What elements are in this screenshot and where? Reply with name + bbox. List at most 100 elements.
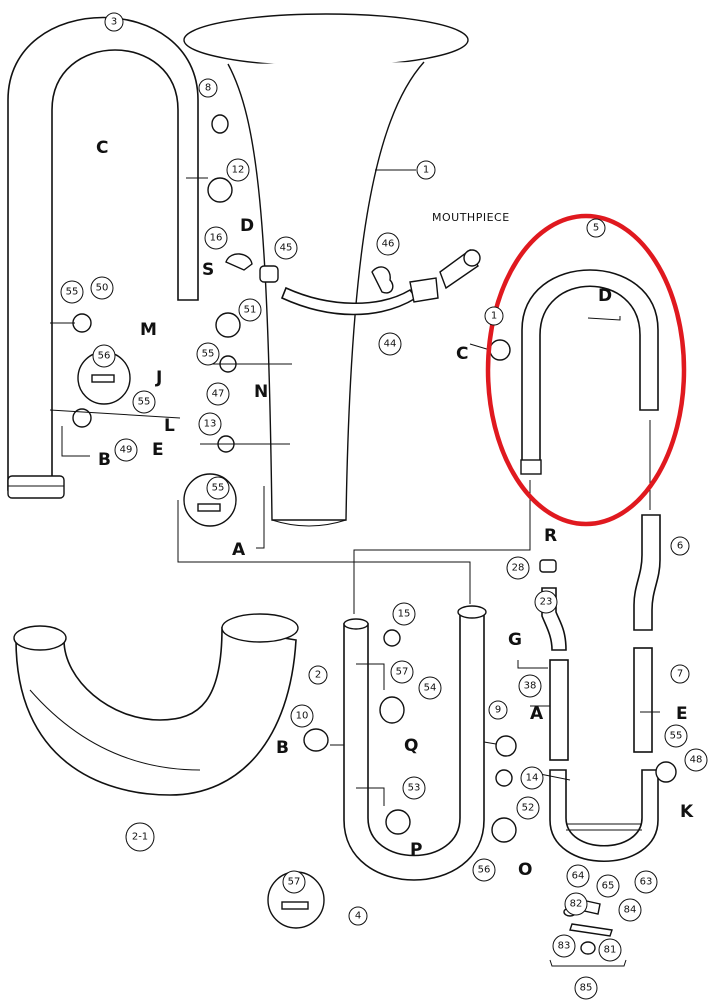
reference-letter: N bbox=[254, 382, 268, 402]
reference-letter: C bbox=[456, 344, 468, 364]
part-number: 55 bbox=[66, 287, 79, 298]
bell-section bbox=[183, 13, 469, 527]
part-number: 5 bbox=[593, 223, 599, 234]
part-number: 8 bbox=[205, 83, 211, 94]
part-bubble bbox=[376, 232, 400, 256]
part-number: 44 bbox=[384, 339, 397, 350]
part-bubble bbox=[564, 892, 588, 916]
part-number: 55 bbox=[212, 483, 225, 494]
part-number: 47 bbox=[212, 389, 225, 400]
part-number: 56 bbox=[478, 865, 491, 876]
part-bubble bbox=[566, 864, 590, 888]
part-number: 64 bbox=[572, 871, 585, 882]
part-bubble bbox=[534, 590, 558, 614]
part-number: 4 bbox=[355, 911, 361, 922]
part-number: 51 bbox=[244, 305, 257, 316]
part-number: 65 bbox=[602, 881, 615, 892]
ferrule-28 bbox=[539, 559, 557, 573]
part-bubble bbox=[92, 344, 116, 368]
reference-letter: Q bbox=[404, 736, 418, 756]
part-bubble bbox=[634, 870, 658, 894]
part-bubble bbox=[516, 796, 540, 820]
part-bubble bbox=[670, 536, 690, 556]
part-number: 55 bbox=[202, 349, 215, 360]
part-number: 13 bbox=[204, 419, 217, 430]
reference-letter: G bbox=[508, 630, 522, 650]
pipe-7 bbox=[633, 647, 653, 753]
part-number: 85 bbox=[580, 983, 593, 994]
part-bubble bbox=[308, 665, 328, 685]
part-bubble bbox=[598, 938, 622, 962]
mouthpiece-caption: MOUTHPIECE bbox=[432, 211, 510, 224]
part-bubble bbox=[196, 342, 220, 366]
part-number: 45 bbox=[280, 243, 293, 254]
part-bubble bbox=[125, 822, 155, 852]
part-number: 55 bbox=[670, 731, 683, 742]
part-number: 57 bbox=[396, 667, 409, 678]
part-bubble bbox=[90, 276, 114, 300]
part-number: 81 bbox=[604, 945, 617, 956]
part-bubble bbox=[488, 700, 508, 720]
reference-letter: A bbox=[232, 540, 246, 560]
part-number: 2 bbox=[315, 670, 321, 681]
bow-tube-4 bbox=[343, 605, 487, 881]
part-bubble bbox=[574, 976, 598, 1000]
part-number: 82 bbox=[570, 899, 583, 910]
pipe-6 bbox=[633, 514, 661, 631]
reference-letter: D bbox=[240, 216, 254, 236]
reference-letter: C bbox=[96, 138, 108, 158]
reference-letter: S bbox=[202, 260, 214, 280]
part-bubble bbox=[206, 382, 230, 406]
part-number: 14 bbox=[526, 773, 539, 784]
lead-pipe-44 bbox=[225, 248, 481, 316]
reference-letter: O bbox=[518, 860, 532, 880]
bell-rim bbox=[183, 13, 469, 67]
reference-letter: E bbox=[676, 704, 688, 724]
part-bubble bbox=[506, 556, 530, 580]
reference-letter: M bbox=[140, 320, 157, 340]
part-bubble bbox=[378, 332, 402, 356]
part-bubble bbox=[552, 934, 576, 958]
reference-letter: J bbox=[155, 368, 162, 388]
part-number: 1 bbox=[491, 311, 497, 322]
reference-letter: B bbox=[276, 738, 289, 758]
part-number: 63 bbox=[640, 877, 653, 888]
bow-tube-2 bbox=[13, 613, 299, 796]
part-number: 55 bbox=[138, 397, 151, 408]
reference-letter: L bbox=[164, 416, 175, 436]
part-number: 57 bbox=[288, 877, 301, 888]
part-number: 49 bbox=[120, 445, 133, 456]
guide-16 bbox=[225, 253, 253, 271]
part-bubble bbox=[290, 704, 314, 728]
bow-tube-63 bbox=[549, 769, 659, 862]
part-bubble bbox=[114, 438, 138, 462]
part-number: 12 bbox=[232, 165, 245, 176]
part-bubble bbox=[282, 870, 306, 894]
part-number: 53 bbox=[408, 783, 421, 794]
pipe-38 bbox=[549, 659, 569, 761]
part-bubble bbox=[60, 280, 84, 304]
part-number: 16 bbox=[210, 233, 223, 244]
part-bubble bbox=[390, 660, 414, 684]
brace-46 bbox=[371, 266, 394, 294]
part-number: 15 bbox=[398, 609, 411, 620]
part-bubble bbox=[198, 78, 218, 98]
part-number: 50 bbox=[96, 283, 109, 294]
part-bubble bbox=[618, 898, 642, 922]
part-bubble bbox=[596, 874, 620, 898]
part-bubble bbox=[518, 674, 542, 698]
reference-letter: P bbox=[410, 840, 422, 860]
part-number: 83 bbox=[558, 941, 571, 952]
part-number: 28 bbox=[512, 563, 525, 574]
reference-letter: R bbox=[544, 526, 557, 546]
bell-body bbox=[227, 61, 425, 521]
part-number: 56 bbox=[98, 351, 111, 362]
part-bubble bbox=[348, 906, 368, 926]
part-bubble bbox=[238, 298, 262, 322]
reference-letter: E bbox=[152, 440, 164, 460]
part-bubble bbox=[416, 160, 436, 180]
part-bubble bbox=[198, 412, 222, 436]
